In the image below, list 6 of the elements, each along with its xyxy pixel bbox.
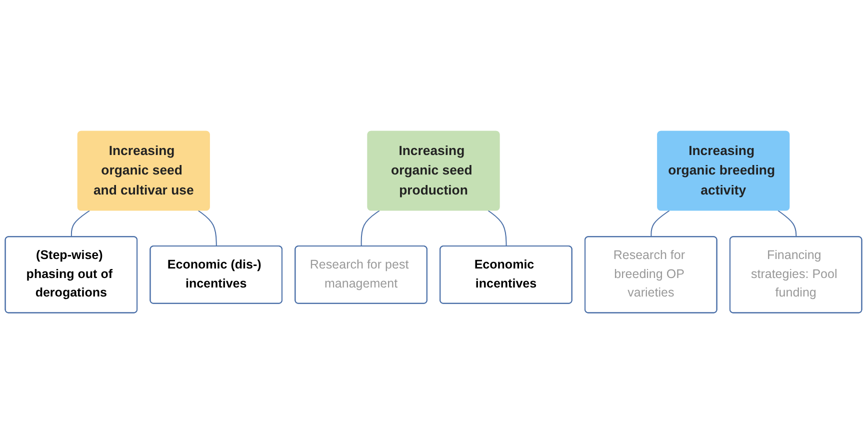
- connector: [778, 210, 797, 238]
- connector: [198, 210, 217, 247]
- connector: [488, 210, 507, 247]
- connector: [650, 210, 670, 238]
- connector: [360, 210, 380, 247]
- connector: [70, 210, 90, 238]
